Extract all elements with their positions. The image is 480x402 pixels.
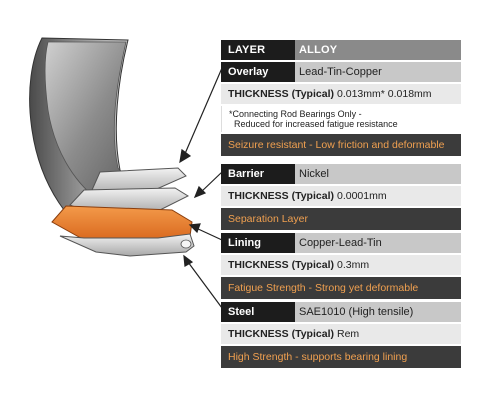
steel-thickness-value: Rem: [336, 327, 360, 340]
overlay-thickness-label: THICKNESS (Typical): [228, 87, 334, 100]
overlay-thickness-value: 0.013mm* 0.018mm: [336, 87, 432, 100]
steel-summary: High Strength - supports bearing lining: [221, 346, 461, 368]
overlay-summary: Seizure resistant - Low friction and def…: [221, 134, 461, 156]
lining-name: Lining: [221, 233, 295, 253]
overlay-note-line1: *Connecting Rod Bearings Only -: [229, 109, 362, 119]
steel-thickness-label: THICKNESS (Typical): [228, 327, 334, 340]
steel-title-row: Steel SAE1010 (High tensile): [221, 302, 461, 322]
pointer-arrows: [179, 67, 223, 309]
barrier-thickness-row: THICKNESS (Typical) 0.0001mm: [221, 186, 461, 206]
overlay-note: *Connecting Rod Bearings Only - Reduced …: [221, 106, 461, 132]
barrier-thickness-label: THICKNESS (Typical): [228, 189, 334, 202]
steel-name: Steel: [221, 302, 295, 322]
barrier-thickness-value: 0.0001mm: [336, 189, 387, 202]
header-layer-label: LAYER: [221, 40, 295, 60]
lining-thickness-row: THICKNESS (Typical) 0.3mm: [221, 255, 461, 275]
overlay-alloy: Lead-Tin-Copper: [299, 65, 382, 78]
barrier-alloy: Nickel: [299, 167, 329, 180]
lining-title-row: Lining Copper-Lead-Tin: [221, 233, 461, 253]
overlay-thickness-row: THICKNESS (Typical) 0.013mm* 0.018mm: [221, 84, 461, 104]
barrier-name: Barrier: [221, 164, 295, 184]
steel-alloy: SAE1010 (High tensile): [299, 305, 414, 318]
barrier-summary: Separation Layer: [221, 208, 461, 230]
lining-thickness-label: THICKNESS (Typical): [228, 258, 334, 271]
lining-summary: Fatigue Strength - Strong yet deformable: [221, 277, 461, 299]
lining-alloy: Copper-Lead-Tin: [299, 236, 382, 249]
steel-thickness-row: THICKNESS (Typical) Rem: [221, 324, 461, 344]
lining-thickness-value: 0.3mm: [336, 258, 370, 271]
steel-backing-strip: [59, 233, 195, 257]
inner-surface: [44, 41, 141, 201]
header-alloy-label: ALLOY: [299, 43, 338, 56]
table-header: LAYER ALLOY: [221, 40, 461, 60]
overlay-note-line2: Reduced for increased fatigue resistance: [234, 119, 398, 129]
overlay-title-row: Overlay Lead-Tin-Copper: [221, 62, 461, 82]
barrier-title-row: Barrier Nickel: [221, 164, 461, 184]
overlay-name: Overlay: [221, 62, 295, 82]
